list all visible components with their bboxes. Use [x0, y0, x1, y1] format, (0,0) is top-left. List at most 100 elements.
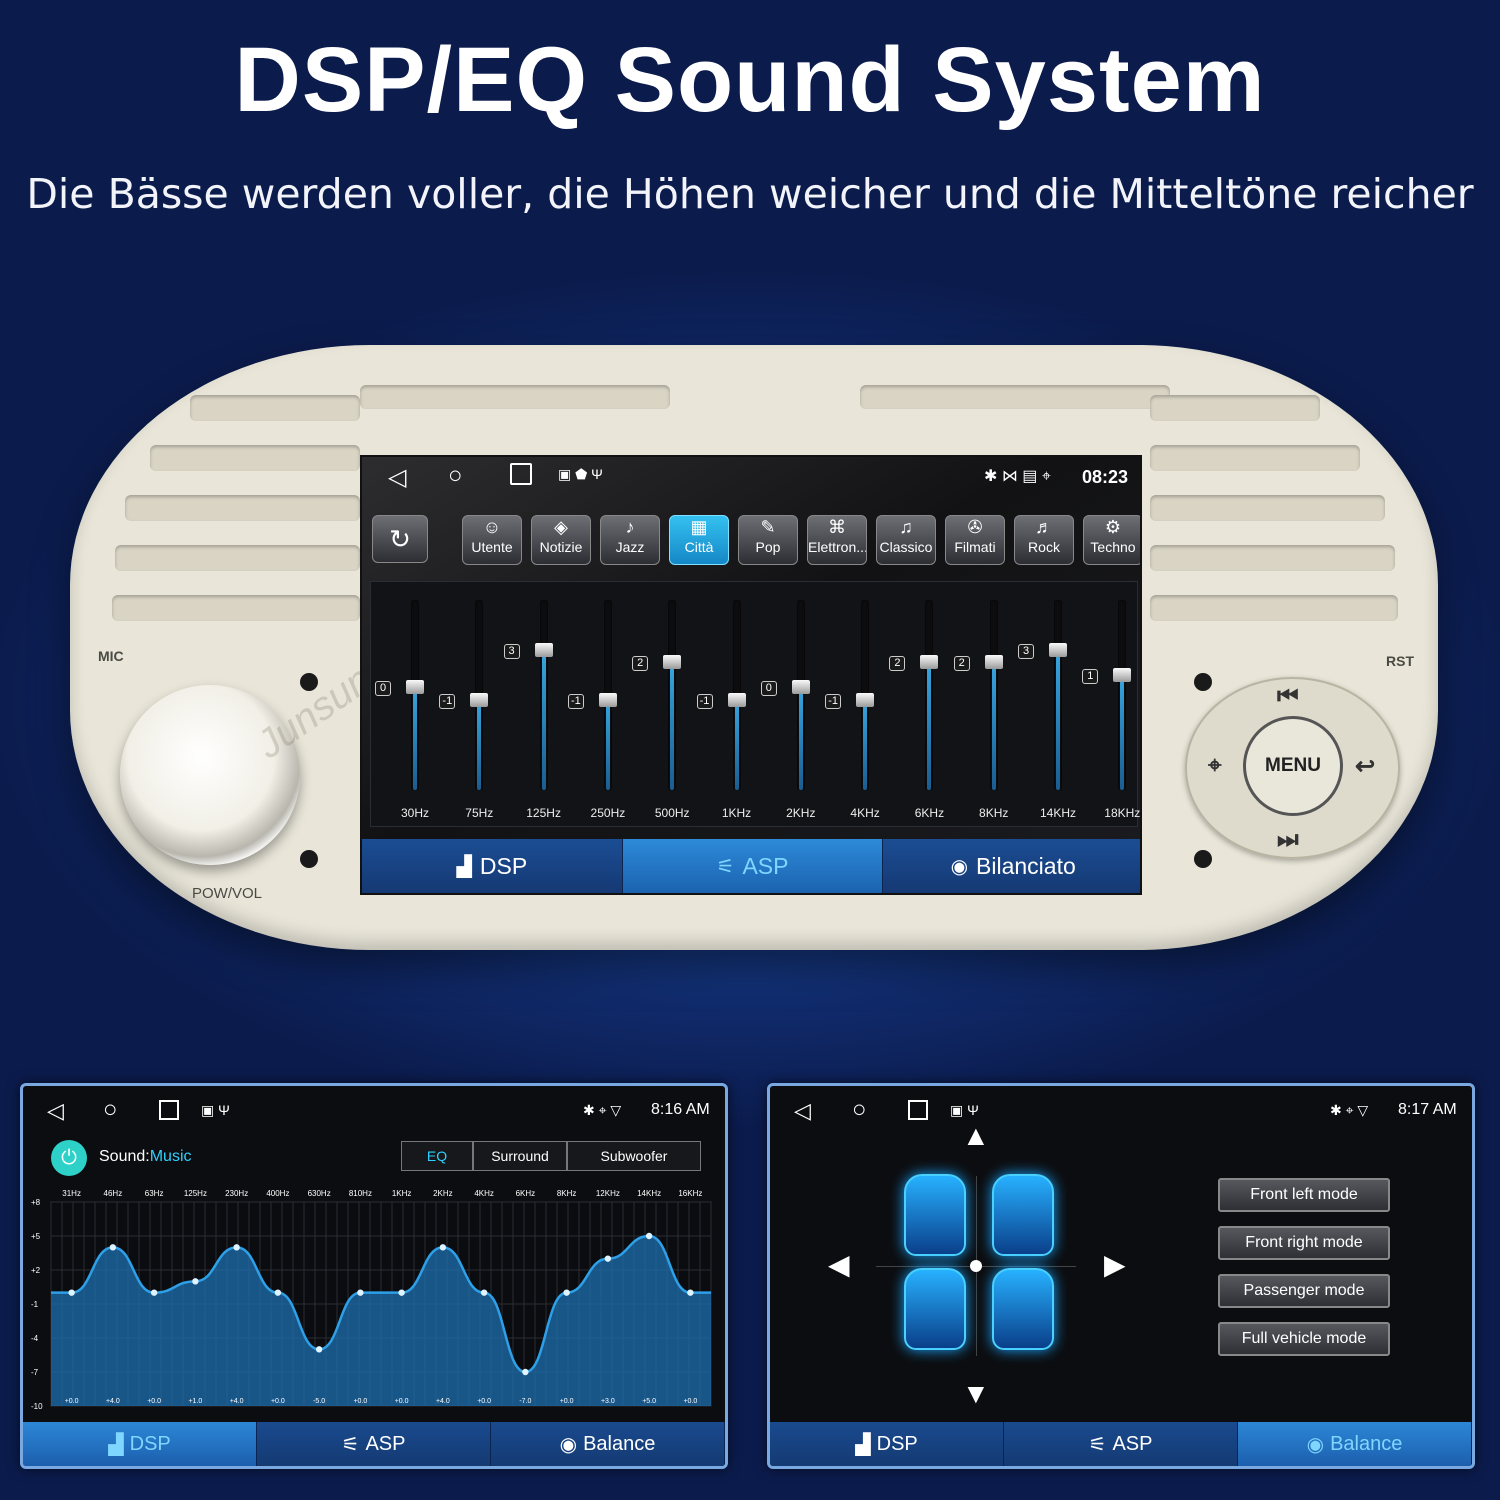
- tab-bilanciato[interactable]: ◉Bilanciato: [883, 839, 1140, 893]
- tab-dsp[interactable]: ▟DSP: [770, 1422, 1004, 1466]
- previous-track-icon[interactable]: ⏮: [1277, 683, 1299, 710]
- bluetooth-icon: ✱ ⋈ ▤ ⌖: [984, 468, 1051, 485]
- slider-handle[interactable]: [470, 693, 489, 707]
- slider-handle[interactable]: [791, 680, 810, 694]
- slider-track[interactable]: [984, 600, 1003, 790]
- tab-balance[interactable]: ◉Balance: [491, 1422, 725, 1466]
- slider-track[interactable]: [470, 600, 489, 790]
- preset-elettron-button[interactable]: ⌘Elettron...: [807, 515, 867, 565]
- preset-pop-button[interactable]: ✎Pop: [738, 515, 798, 565]
- value-label: +3.0: [601, 1398, 615, 1405]
- slider-handle[interactable]: [663, 655, 682, 669]
- slider-track[interactable]: [663, 600, 682, 790]
- slider-track[interactable]: [598, 600, 617, 790]
- vent-slat: [360, 385, 670, 409]
- volume-knob[interactable]: [120, 685, 300, 865]
- preset-label: Città: [684, 539, 714, 555]
- recents-nav-icon[interactable]: [510, 463, 532, 485]
- slider-handle[interactable]: [984, 655, 1003, 669]
- gramophone-icon: ♫: [899, 517, 913, 537]
- slider-track[interactable]: [1049, 600, 1067, 790]
- home-nav-icon[interactable]: ○: [448, 462, 463, 489]
- slider-handle[interactable]: [920, 655, 939, 669]
- preset-label: Pop: [755, 539, 781, 555]
- segment-eq[interactable]: EQ: [401, 1141, 473, 1171]
- preset-utente-button[interactable]: ☺Utente: [462, 515, 522, 565]
- up-arrow-icon[interactable]: ▲: [962, 1120, 990, 1151]
- tab-balance[interactable]: ◉Balance: [1238, 1422, 1472, 1466]
- preset-techno-button[interactable]: ⚙Techno: [1083, 515, 1140, 565]
- segment-subwoofer[interactable]: Subwoofer: [567, 1141, 701, 1171]
- tab-dsp[interactable]: ▟DSP: [23, 1422, 257, 1466]
- back-nav-icon[interactable]: ◁: [47, 1098, 64, 1123]
- preset-filmati-button[interactable]: ✇Filmati: [945, 515, 1005, 565]
- navigation-pin-icon[interactable]: ⌖: [1208, 752, 1222, 779]
- slider-track[interactable]: [791, 600, 810, 790]
- notification-icons: ▣ Ψ: [950, 1102, 979, 1118]
- passenger-mode-button[interactable]: Passenger mode: [1218, 1274, 1390, 1308]
- menu-button[interactable]: MENU: [1243, 716, 1343, 816]
- next-track-icon[interactable]: ⏭: [1277, 826, 1299, 853]
- right-arrow-icon[interactable]: ▶: [1104, 1249, 1126, 1280]
- slider-track[interactable]: [856, 600, 875, 790]
- slider-track[interactable]: [406, 600, 424, 790]
- tab-asp[interactable]: ⚟ASP: [257, 1422, 491, 1466]
- preset-jazz-button[interactable]: ♪Jazz: [600, 515, 660, 565]
- value-label: +0.0: [271, 1398, 285, 1405]
- x-tick-label: 2KHz: [433, 1189, 453, 1198]
- sound-value[interactable]: Music: [149, 1148, 192, 1165]
- power-icon[interactable]: ⏻: [51, 1140, 87, 1176]
- slider-handle[interactable]: [406, 680, 424, 694]
- back-nav-icon[interactable]: ◁: [388, 464, 407, 491]
- back-nav-icon[interactable]: ◁: [794, 1098, 811, 1123]
- vent-slat: [115, 545, 360, 571]
- slider-handle[interactable]: [1049, 643, 1067, 657]
- slider-handle[interactable]: [534, 643, 553, 657]
- tab-dsp[interactable]: ▟DSP: [362, 839, 623, 893]
- full-vehicle-mode-button[interactable]: Full vehicle mode: [1218, 1322, 1390, 1356]
- left-arrow-icon[interactable]: ◀: [828, 1249, 850, 1280]
- recents-nav-icon[interactable]: [159, 1100, 179, 1120]
- slider-track[interactable]: [920, 600, 939, 790]
- slider-track[interactable]: [727, 600, 746, 790]
- slider-track[interactable]: [534, 600, 553, 790]
- slider-handle[interactable]: [856, 693, 875, 707]
- reset-button[interactable]: ↻: [372, 515, 428, 563]
- home-nav-icon[interactable]: ○: [103, 1096, 118, 1123]
- front-right-mode-button[interactable]: Front right mode: [1218, 1226, 1390, 1260]
- recents-nav-icon[interactable]: [908, 1100, 928, 1120]
- back-icon[interactable]: ↩: [1355, 753, 1376, 780]
- tab-asp[interactable]: ⚟ASP: [622, 839, 884, 893]
- band-value: 2: [889, 656, 906, 671]
- preset-citt-button[interactable]: ▦Città: [669, 515, 729, 565]
- chip-icon: ⌘: [828, 517, 846, 537]
- screw-dot: [1194, 850, 1212, 868]
- slider-handle[interactable]: [1113, 668, 1132, 682]
- segment-surround[interactable]: Surround: [473, 1141, 567, 1171]
- balance-point[interactable]: [970, 1260, 982, 1272]
- notification-icons: ▣ Ψ: [201, 1102, 230, 1118]
- slider-track[interactable]: [1113, 600, 1132, 790]
- home-nav-icon[interactable]: ○: [852, 1096, 867, 1123]
- front-left-mode-button[interactable]: Front left mode: [1218, 1178, 1390, 1212]
- tab-asp[interactable]: ⚟ASP: [1004, 1422, 1238, 1466]
- preset-classico-button[interactable]: ♫Classico: [876, 515, 936, 565]
- preset-notizie-button[interactable]: ◈Notizie: [531, 515, 591, 565]
- down-arrow-icon[interactable]: ▼: [962, 1378, 990, 1409]
- slider-handle[interactable]: [598, 693, 617, 707]
- slider-handle[interactable]: [727, 693, 746, 707]
- preset-rock-button[interactable]: ♬Rock: [1014, 515, 1074, 565]
